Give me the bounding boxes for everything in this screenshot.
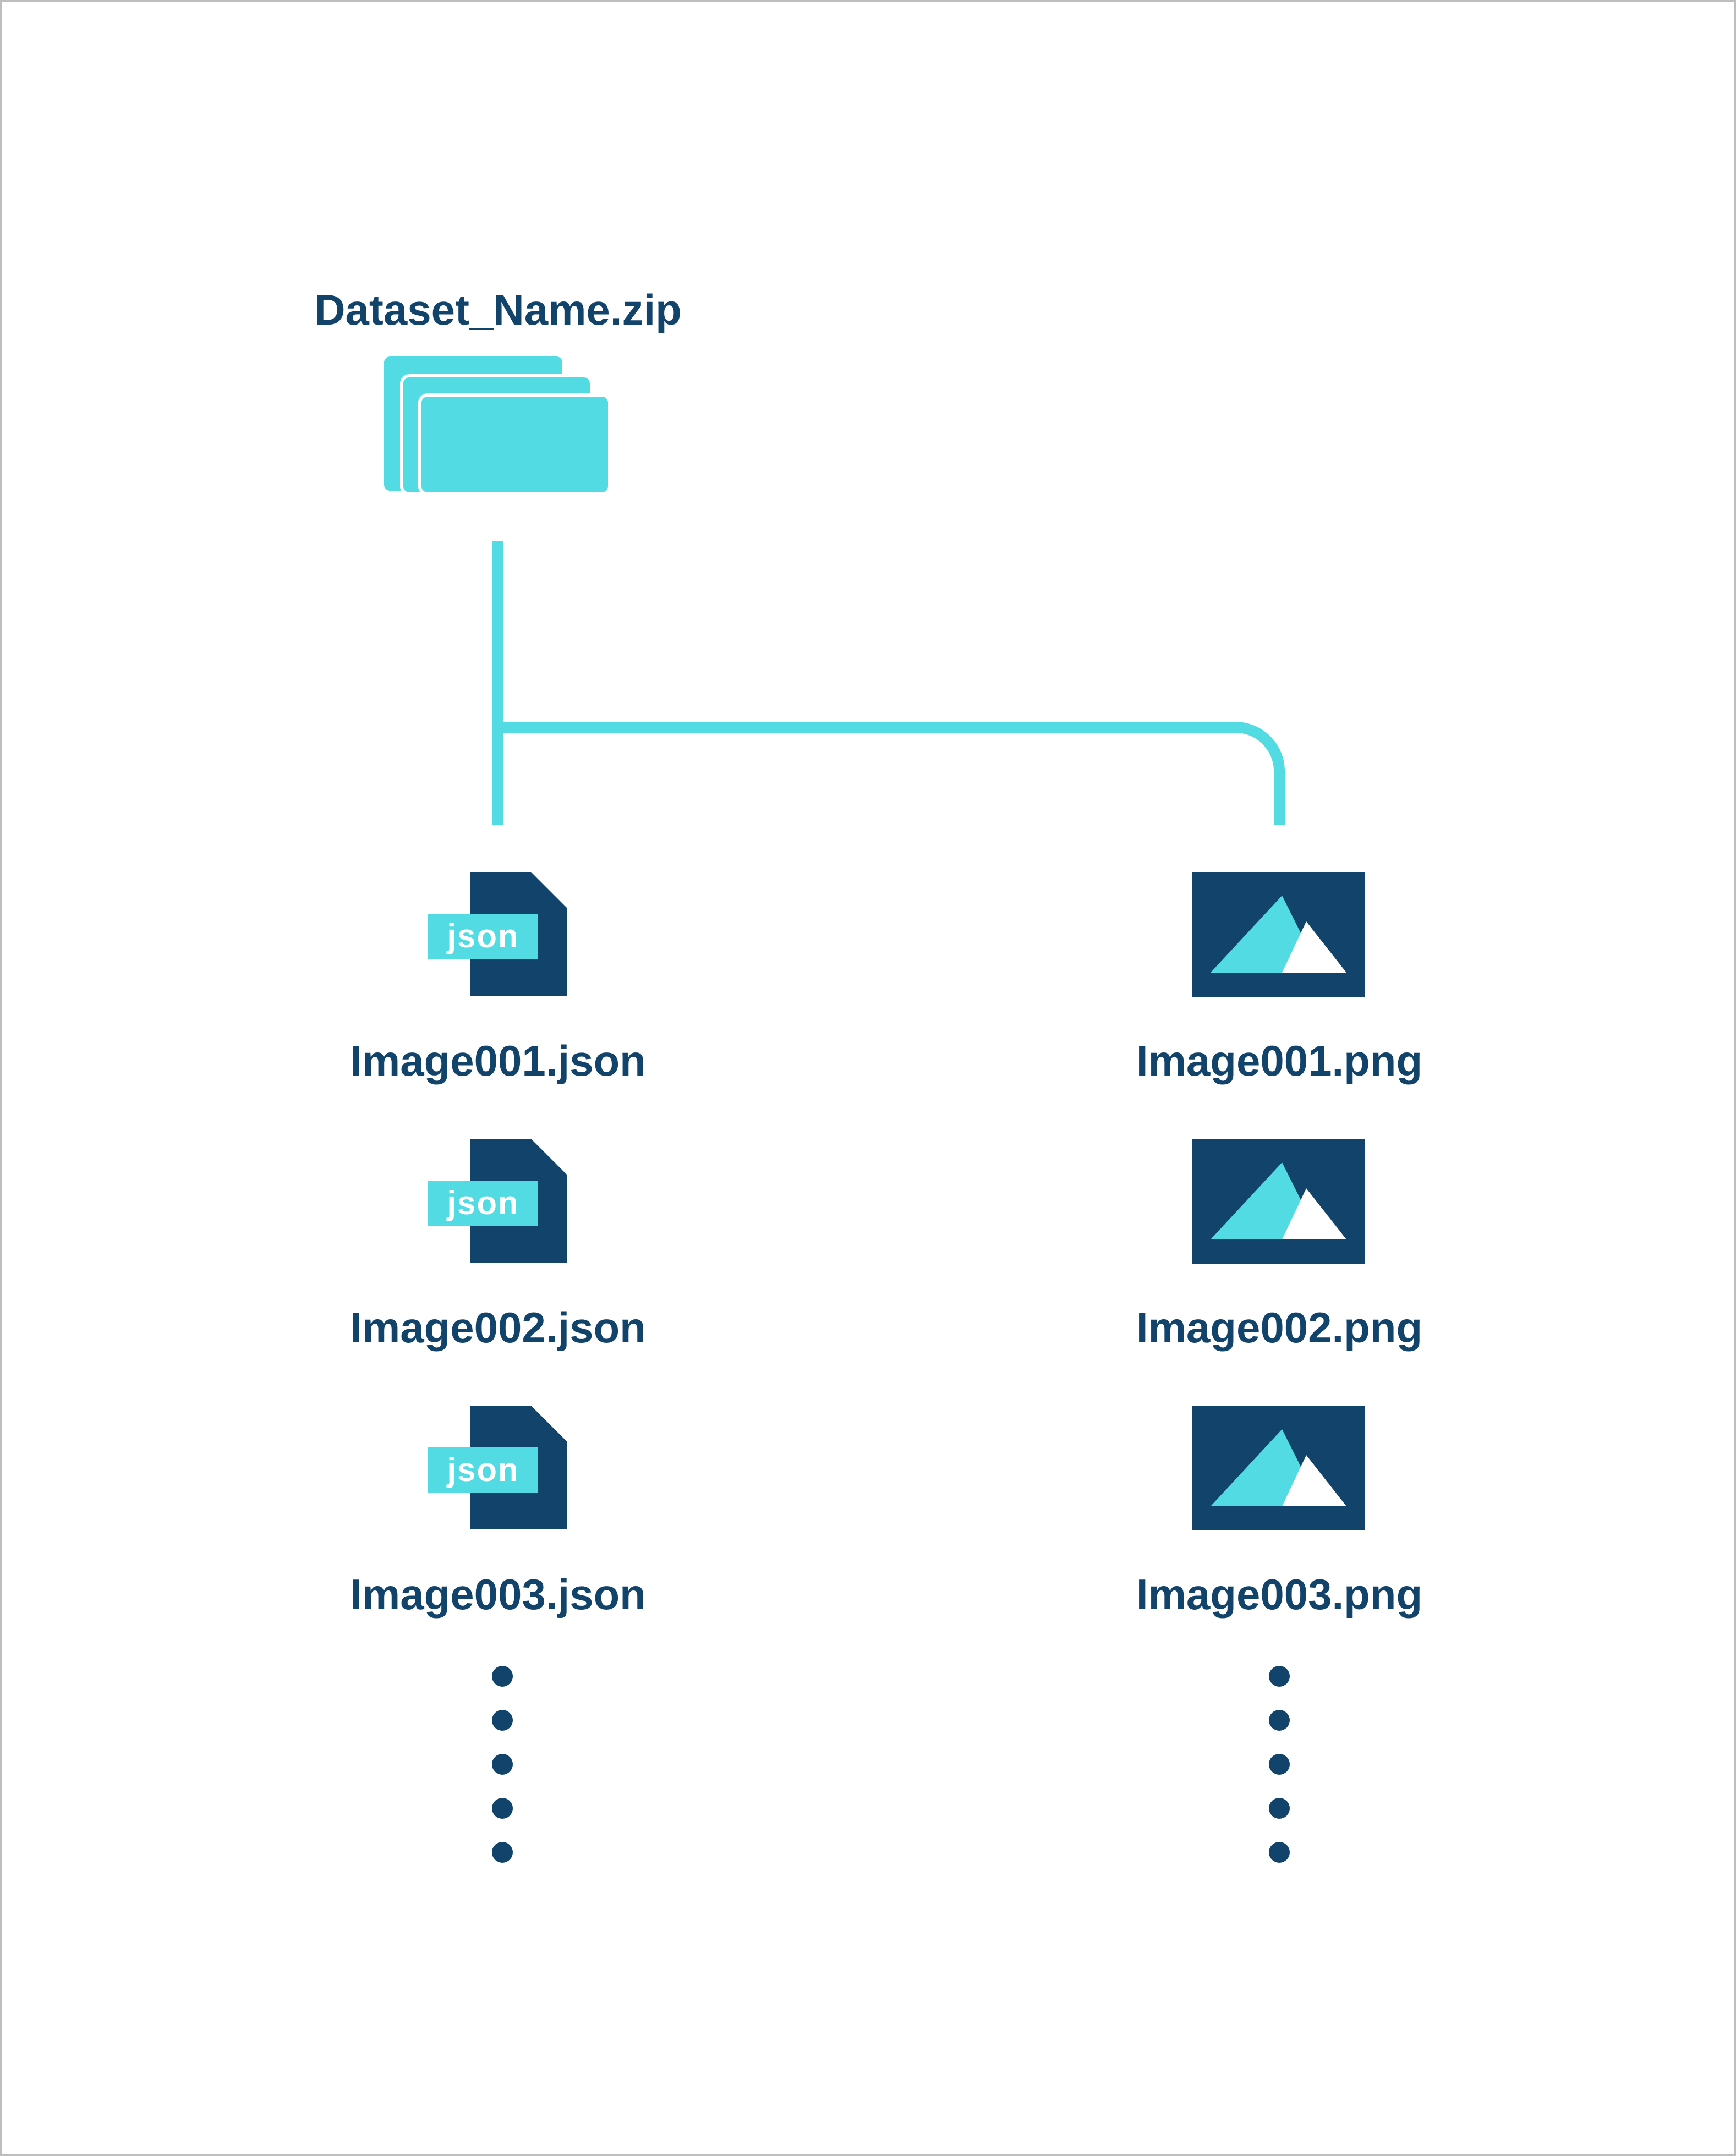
list-item[interactable]: json Image001.json bbox=[350, 872, 646, 1085]
json-badge-label: json bbox=[446, 1451, 519, 1488]
file-label: Image003.json bbox=[350, 1570, 646, 1619]
tree-connector bbox=[492, 541, 1285, 825]
image-file-icon bbox=[1192, 1406, 1365, 1530]
list-item[interactable]: Image002.png bbox=[1136, 1139, 1422, 1352]
folder-stack-icon bbox=[381, 353, 611, 496]
file-label: Image001.json bbox=[350, 1036, 646, 1085]
json-file-icon: json bbox=[428, 1406, 567, 1529]
json-file-icon: json bbox=[428, 1139, 567, 1263]
file-label: Image001.png bbox=[1136, 1036, 1422, 1085]
archive-name: Dataset_Name.zip bbox=[314, 286, 682, 334]
json-file-icon: json bbox=[428, 872, 567, 996]
json-badge-label: json bbox=[446, 918, 519, 954]
list-item[interactable]: Image001.png bbox=[1136, 872, 1422, 1085]
more-items-ellipsis bbox=[492, 1666, 513, 1863]
list-item[interactable]: json Image002.json bbox=[350, 1139, 646, 1352]
more-items-ellipsis bbox=[1269, 1666, 1290, 1863]
file-label: Image002.png bbox=[1136, 1303, 1422, 1352]
list-item[interactable]: json Image003.json bbox=[350, 1406, 646, 1619]
json-file-list: json Image001.json json Image002.json js… bbox=[350, 872, 646, 1863]
json-badge-label: json bbox=[446, 1184, 519, 1221]
image-file-icon bbox=[1192, 872, 1365, 997]
image-file-icon bbox=[1192, 1139, 1365, 1264]
file-label: Image003.png bbox=[1136, 1570, 1422, 1619]
list-item[interactable]: Image003.png bbox=[1136, 1406, 1422, 1619]
png-file-list: Image001.png Image002.png Image003.png bbox=[1136, 872, 1422, 1863]
file-label: Image002.json bbox=[350, 1303, 646, 1352]
